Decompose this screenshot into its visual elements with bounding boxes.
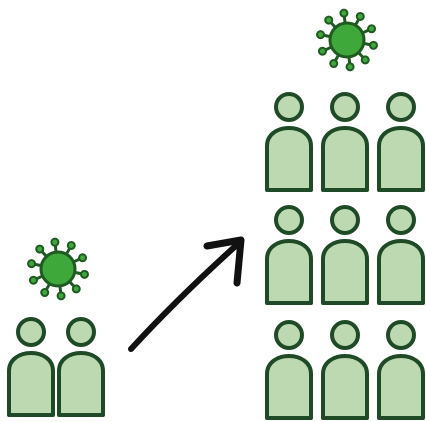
person-icon bbox=[377, 92, 425, 192]
person-head bbox=[274, 320, 304, 350]
virus-knob bbox=[66, 240, 76, 250]
large-group bbox=[265, 8, 425, 420]
person-head bbox=[274, 205, 304, 235]
person-icon bbox=[265, 92, 313, 192]
person-body bbox=[265, 239, 313, 305]
virus-knob bbox=[339, 8, 349, 18]
person-head bbox=[330, 205, 360, 235]
person-icon bbox=[7, 317, 55, 417]
arrow-up-right-icon bbox=[128, 236, 245, 352]
virus-knob bbox=[28, 275, 38, 285]
virus-icon bbox=[316, 8, 378, 72]
virus-knob bbox=[71, 284, 81, 294]
virus-knob bbox=[35, 244, 45, 254]
person-body bbox=[321, 354, 369, 420]
virus-knob bbox=[317, 46, 327, 56]
person-head bbox=[274, 92, 304, 122]
virus-knob bbox=[355, 11, 365, 21]
virus-icon bbox=[27, 237, 89, 301]
person-body bbox=[7, 351, 55, 417]
person-icon bbox=[321, 92, 369, 192]
virus-knob bbox=[56, 291, 66, 301]
virus-knob bbox=[329, 59, 339, 69]
arrow-shaft bbox=[128, 239, 243, 352]
person-body bbox=[265, 126, 313, 192]
virus-knob bbox=[368, 40, 378, 50]
person-body bbox=[377, 239, 425, 305]
virus-knob bbox=[50, 237, 60, 247]
virus-body bbox=[328, 21, 366, 59]
person-body bbox=[57, 351, 105, 417]
person-icon bbox=[265, 320, 313, 420]
person-head bbox=[386, 205, 416, 235]
person-head bbox=[330, 320, 360, 350]
person-head bbox=[66, 317, 96, 347]
person-body bbox=[377, 354, 425, 420]
person-body bbox=[321, 126, 369, 192]
person-icon bbox=[377, 205, 425, 305]
person-icon bbox=[265, 205, 313, 305]
virus-knob bbox=[324, 15, 334, 25]
person-icon bbox=[377, 320, 425, 420]
person-body bbox=[377, 126, 425, 192]
virus-knob bbox=[360, 55, 370, 65]
person-icon bbox=[321, 320, 369, 420]
small-group bbox=[7, 237, 105, 417]
virus-knob bbox=[40, 288, 50, 298]
virus-knob bbox=[78, 253, 88, 263]
person-body bbox=[265, 354, 313, 420]
person-head bbox=[386, 92, 416, 122]
virus-knob bbox=[79, 269, 89, 279]
person-icon bbox=[321, 205, 369, 305]
arrow-head bbox=[203, 236, 245, 287]
virus-knob bbox=[367, 24, 377, 34]
virus-knob bbox=[345, 62, 355, 72]
person-body bbox=[321, 239, 369, 305]
virus-knob bbox=[27, 259, 37, 269]
person-head bbox=[386, 320, 416, 350]
virus-body bbox=[39, 250, 77, 288]
virus-knob bbox=[316, 30, 326, 40]
person-head bbox=[16, 317, 46, 347]
person-head bbox=[330, 92, 360, 122]
person-icon bbox=[57, 317, 105, 417]
